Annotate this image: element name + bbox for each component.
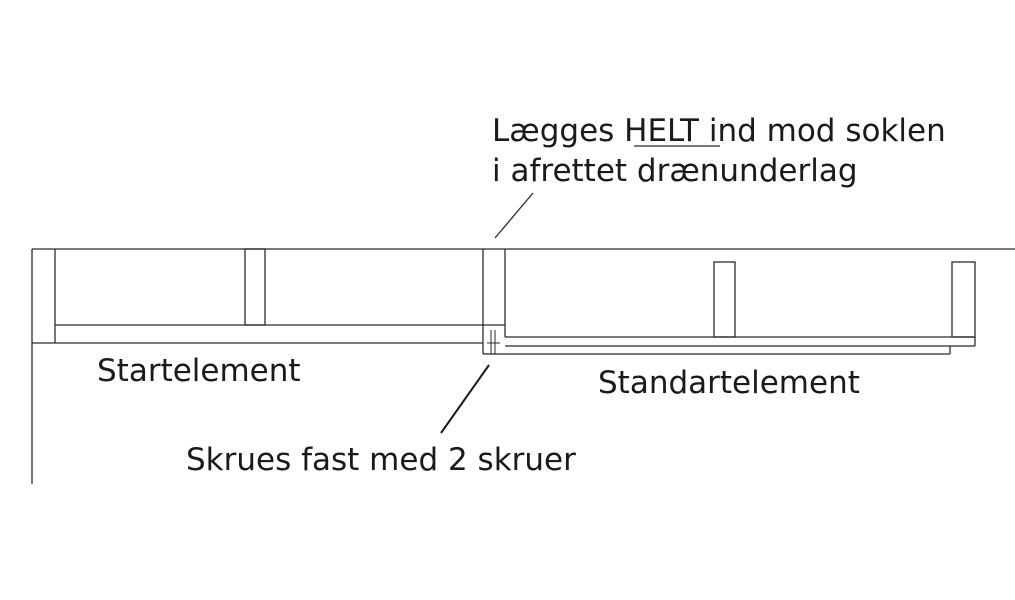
standard-element-rib	[713, 261, 736, 338]
screw-joint	[487, 330, 500, 354]
standard-element-label: Standartelement	[598, 365, 860, 401]
standard-element-rib	[951, 261, 976, 338]
start-element-label: Startelement	[97, 353, 301, 389]
note-top-line1: Lægges HELT ind mod soklen	[492, 113, 946, 149]
note-top-line2: i afrettet drænunderlag	[492, 153, 858, 189]
wall-outline	[31, 248, 1015, 484]
start-element-drawing	[54, 248, 506, 355]
leader-line-bottom	[440, 364, 490, 434]
note-bottom: Skrues fast med 2 skruer	[186, 442, 576, 478]
start-element-rib	[244, 248, 266, 326]
standard-element-drawing	[495, 261, 976, 355]
note-top-emphasis: HELT	[624, 113, 700, 149]
leader-line-top	[494, 192, 534, 239]
